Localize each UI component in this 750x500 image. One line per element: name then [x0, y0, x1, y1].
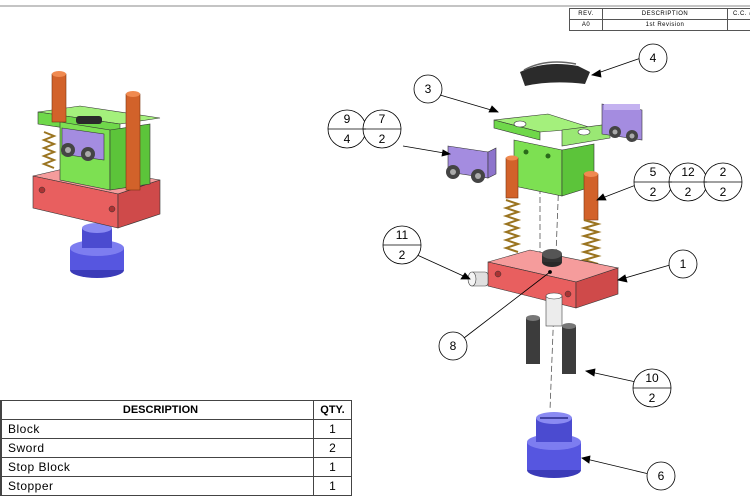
bom-description: Stop Block [1, 457, 314, 477]
balloon-7-bottom: 2 [379, 132, 386, 146]
part-8-stop-block [545, 292, 563, 327]
balloon-10-bottom: 2 [649, 391, 656, 405]
exploded-view [446, 61, 643, 478]
balloon-7-top: 7 [379, 112, 386, 126]
bom-description: Sword [1, 438, 314, 458]
bom-description: Stopper [1, 476, 314, 496]
bom-description-header: DESCRIPTION [1, 400, 314, 420]
balloon-9-bottom: 4 [344, 132, 351, 146]
part-6-stopper [527, 412, 581, 478]
part-11-screw [467, 271, 489, 287]
balloon-2-bottom: 2 [720, 185, 727, 199]
part-9-clamp-left [446, 145, 497, 183]
part-10-bolts [526, 315, 576, 374]
balloon-11-bottom: 2 [399, 248, 406, 262]
rev-description-header: DESCRIPTION [602, 8, 728, 20]
rev-description-value: 1st Revision [602, 19, 728, 31]
bom-qty-header: QTY. [313, 400, 352, 420]
balloon-1-label: 1 [680, 257, 687, 271]
assembled-pins [51, 71, 141, 191]
balloon-12-bottom: 2 [685, 185, 692, 199]
balloon-6-label: 6 [658, 469, 665, 483]
balloon-8-label: 8 [450, 339, 457, 353]
bom-qty: 1 [313, 457, 352, 477]
rev-cc-header: C.C. # [727, 8, 750, 20]
rev-value: A0 [569, 19, 603, 31]
bom-qty: 1 [313, 419, 352, 439]
balloon-1 [668, 249, 698, 279]
part-5-pins [505, 155, 599, 221]
balloon-10-top: 10 [645, 371, 659, 385]
balloon-8 [438, 331, 468, 361]
part-4-handle [520, 61, 590, 86]
balloon-3 [413, 74, 443, 104]
bom-row: Stop Block 1 [0, 457, 352, 477]
balloon-3-label: 3 [425, 82, 432, 96]
balloon-2-top: 2 [720, 165, 727, 179]
assembled-view [32, 71, 161, 278]
balloon-9-top: 9 [344, 112, 351, 126]
bom-description: Block [1, 419, 314, 439]
bill-of-materials: DESCRIPTION QTY. Block 1 Sword 2 Stop Bl… [0, 400, 352, 496]
balloon-leaders [402, 57, 671, 475]
balloon-5-bottom: 2 [650, 185, 657, 199]
rev-header: REV. [569, 8, 603, 20]
balloon-4 [638, 43, 668, 73]
revision-table: REV. DESCRIPTION C.C. # A0 1st Revision [569, 8, 750, 31]
assembled-clamp [61, 116, 105, 161]
part-9-clamp-right [601, 103, 643, 142]
bom-row: Block 1 [0, 419, 352, 439]
balloon-12-top: 12 [681, 165, 695, 179]
bom-header-row: DESCRIPTION QTY. [0, 400, 352, 420]
bom-qty: 2 [313, 438, 352, 458]
rev-cc-value [727, 19, 750, 31]
balloon-5-top: 5 [650, 165, 657, 179]
bom-row: Stopper 1 [0, 476, 352, 496]
part-12-springs [502, 199, 602, 265]
bom-row: Sword 2 [0, 438, 352, 458]
assembled-stopper [70, 223, 124, 278]
balloon-11-top: 11 [396, 228, 409, 242]
balloon-dividers [328, 128, 742, 389]
balloon-6 [646, 461, 676, 491]
bom-qty: 1 [313, 476, 352, 496]
balloon-4-label: 4 [650, 51, 657, 65]
